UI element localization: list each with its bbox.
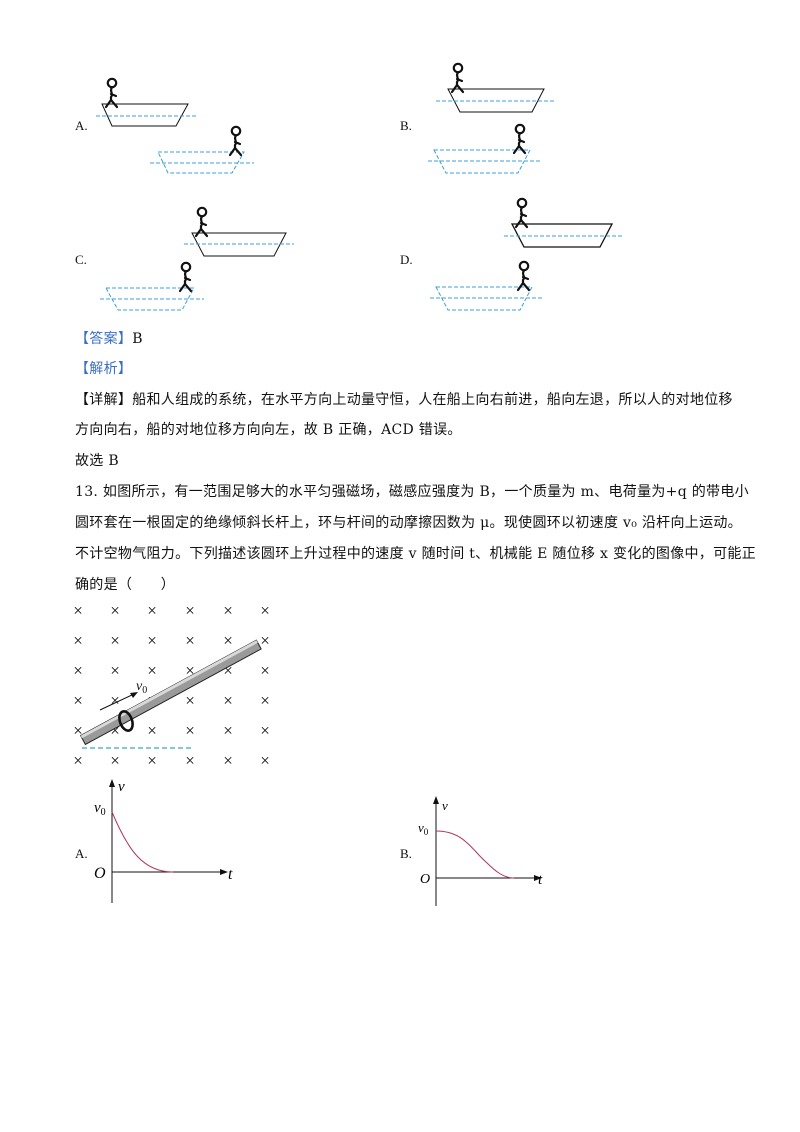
field-cross-2-5: × bbox=[260, 661, 270, 680]
velocity-label: v0 bbox=[136, 679, 147, 696]
inclined-rod bbox=[79, 639, 262, 746]
field-cross-4-5: × bbox=[260, 721, 270, 740]
field-cross-2-0: × bbox=[73, 661, 83, 680]
field-cross-1-1: × bbox=[110, 631, 120, 650]
graph-b-x-axis: t bbox=[538, 872, 543, 888]
boat-options-figure bbox=[96, 62, 624, 311]
graph-a-v0: v0 bbox=[94, 800, 106, 818]
graph-b: v t O v0 bbox=[418, 796, 543, 906]
field-cross-1-4: × bbox=[223, 631, 233, 650]
option-a-figure bbox=[96, 77, 254, 174]
field-cross-3-3: × bbox=[185, 691, 195, 710]
field-cross-1-5: × bbox=[260, 631, 270, 650]
q13-line-3: 不计空物气阻力。下列描述该圆环上升过程中的速度 v 随时间 t、机械能 E 随位… bbox=[75, 546, 756, 562]
field-cross-2-1: × bbox=[110, 661, 120, 680]
graph-b-v0: v0 bbox=[418, 820, 429, 837]
field-cross-5-1: × bbox=[110, 751, 120, 770]
ring bbox=[118, 710, 134, 732]
q13-line-1: 13. 如图所示，有一范围足够大的水平匀强磁场，磁感应强度为 B，一个质量为 m… bbox=[75, 484, 749, 500]
field-cross-3-4: × bbox=[223, 691, 233, 710]
field-cross-0-2: × bbox=[147, 601, 157, 620]
field-cross-0-0: × bbox=[73, 601, 83, 620]
graph-b-curve bbox=[435, 830, 515, 879]
detail-conclusion: 故选 B bbox=[75, 453, 119, 469]
graph-a-label: A. bbox=[75, 846, 88, 861]
field-cross-0-1: × bbox=[110, 601, 120, 620]
option-b-label: B. bbox=[400, 118, 412, 133]
field-cross-5-5: × bbox=[260, 751, 270, 770]
answer-value: B bbox=[132, 331, 143, 347]
field-cross-5-3: × bbox=[185, 751, 195, 770]
field-cross-1-3: × bbox=[185, 631, 195, 650]
graph-a-curve bbox=[111, 811, 174, 873]
field-cross-5-0: × bbox=[73, 751, 83, 770]
graph-b-y-axis: v bbox=[442, 798, 448, 813]
graph-b-origin: O bbox=[420, 872, 430, 887]
graph-b-label: B. bbox=[400, 846, 412, 861]
field-cross-3-0: × bbox=[73, 691, 83, 710]
field-cross-4-1: × bbox=[110, 721, 120, 740]
detail-line-2: 方向向右，船的对地位移方向向左，故 B 正确，ACD 错误。 bbox=[75, 422, 462, 438]
option-c-figure bbox=[100, 206, 294, 311]
field-cross-4-0: × bbox=[73, 721, 83, 740]
analysis-tag: 【解析】 bbox=[75, 361, 133, 377]
graph-a-x-axis: t bbox=[228, 866, 233, 883]
magnetic-field-figure: ×××××××××××××××××××××××××××××××××××× v0 bbox=[73, 601, 270, 770]
field-cross-0-3: × bbox=[185, 601, 195, 620]
field-cross-4-4: × bbox=[223, 721, 233, 740]
detail-line-1: 【详解】船和人组成的系统，在水平方向上动量守恒，人在船上向右前进，船向左退，所以… bbox=[75, 389, 733, 411]
field-cross-2-3: × bbox=[185, 661, 195, 680]
answer-tag: 【答案】 bbox=[75, 331, 133, 347]
detail-tag: 【详解】 bbox=[75, 392, 133, 408]
option-c-label: C. bbox=[75, 252, 87, 267]
detail-text-1: 船和人组成的系统，在水平方向上动量守恒，人在船上向右前进，船向左退，所以人的对地… bbox=[132, 392, 733, 408]
field-cross-0-4: × bbox=[223, 601, 233, 620]
field-cross-2-2: × bbox=[147, 661, 157, 680]
field-cross-5-2: × bbox=[147, 751, 157, 770]
field-cross-3-5: × bbox=[260, 691, 270, 710]
field-cross-5-4: × bbox=[223, 751, 233, 770]
field-cross-0-5: × bbox=[260, 601, 270, 620]
field-crosses: ×××××××××××××××××××××××××××××××××××× bbox=[73, 601, 270, 770]
option-a-label: A. bbox=[75, 118, 88, 133]
field-cross-4-3: × bbox=[185, 721, 195, 740]
graph-a-y-axis: v bbox=[118, 779, 125, 795]
field-cross-1-0: × bbox=[73, 631, 83, 650]
q13-line-4: 确的是（ ） bbox=[75, 577, 176, 593]
option-d-label: D. bbox=[400, 252, 413, 267]
field-cross-2-4: × bbox=[223, 661, 233, 680]
graph-a-origin: O bbox=[94, 865, 106, 882]
graph-a: v t O v0 bbox=[94, 779, 233, 903]
field-cross-1-2: × bbox=[147, 631, 157, 650]
field-cross-3-1: × bbox=[110, 691, 120, 710]
option-b-figure bbox=[428, 62, 556, 174]
answer-line: 【答案】B bbox=[75, 328, 143, 350]
field-cross-4-2: × bbox=[147, 721, 157, 740]
q13-line-2: 圆环套在一根固定的绝缘倾斜长杆上，环与杆间的动摩擦因数为 μ。现使圆环以初速度 … bbox=[75, 515, 742, 531]
option-d-figure bbox=[430, 197, 624, 311]
